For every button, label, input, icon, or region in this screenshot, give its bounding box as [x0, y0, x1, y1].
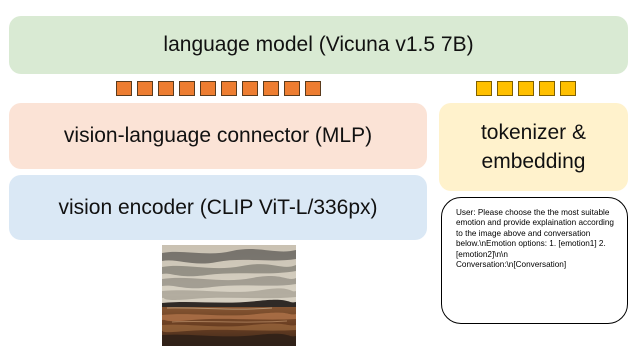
visual-token [284, 81, 300, 96]
visual-token [137, 81, 153, 96]
vision-encoder-block: vision encoder (CLIP ViT-L/336px) [9, 175, 427, 240]
tokenizer-label: tokenizer & embedding [480, 121, 587, 173]
visual-token [305, 81, 321, 96]
prompt-text-box: User: Please choose the the most suitabl… [441, 197, 628, 324]
visual-token [242, 81, 258, 96]
visual-token [200, 81, 216, 96]
prompt-text: User: Please choose the the most suitabl… [456, 208, 614, 270]
encoder-label: vision encoder (CLIP ViT-L/336px) [58, 195, 378, 219]
visual-token [221, 81, 237, 96]
painting-landscape-image [162, 245, 296, 346]
connector-label: vision-language connector (MLP) [63, 124, 373, 147]
text-token [518, 81, 534, 96]
text-token-row [476, 81, 576, 96]
visual-token [158, 81, 174, 96]
text-token [539, 81, 555, 96]
visual-token-row [116, 81, 321, 96]
text-token [476, 81, 492, 96]
visual-token [263, 81, 279, 96]
tokenizer-embedding-block: tokenizer & embedding [439, 103, 628, 191]
language-model-label: language model (Vicuna v1.5 7B) [163, 33, 474, 56]
input-painting-image [162, 245, 296, 346]
text-token [560, 81, 576, 96]
text-token [497, 81, 513, 96]
visual-token [116, 81, 132, 96]
language-model-block: language model (Vicuna v1.5 7B) [9, 16, 628, 74]
visual-token [179, 81, 195, 96]
vision-language-connector-block: vision-language connector (MLP) [9, 103, 427, 169]
